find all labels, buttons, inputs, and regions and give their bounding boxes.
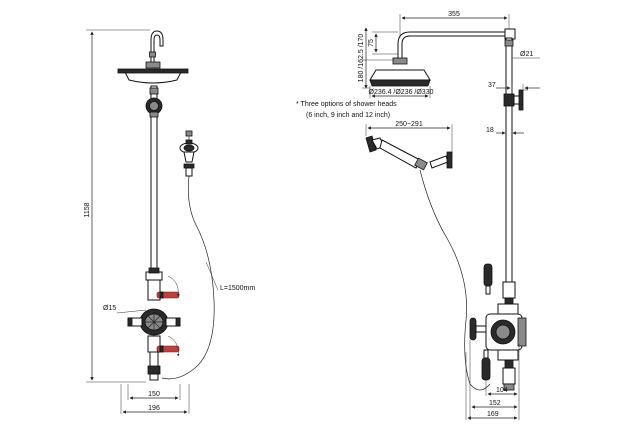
dim-18-label: 18 — [486, 127, 494, 134]
hose-length-label: L=1500mm — [220, 285, 255, 292]
note-line-2: (6 inch, 9 inch and 12 inch) — [306, 112, 390, 119]
side-shower-head — [369, 57, 431, 87]
front-hand-shower — [179, 130, 199, 177]
side-18-dimension: 18 — [486, 127, 524, 135]
side-hose — [419, 169, 491, 391]
arm-drop-label: 75 — [368, 39, 375, 47]
side-head-height-dimension: 180 /162.5 /170 — [358, 27, 396, 89]
front-hose-callout: L=1500mm — [205, 261, 255, 292]
note-line-1: * Three options of shower heads — [296, 101, 397, 108]
front-width-dimensions: 150 196 — [120, 384, 190, 414]
side-valve — [485, 281, 527, 391]
front-shower-arm — [149, 30, 164, 67]
arm-length-label: 355 — [448, 11, 460, 18]
depth-152-label: 152 — [489, 400, 501, 407]
side-riser-diameter-callout: Ø21 — [512, 51, 540, 59]
side-riser-bracket — [503, 89, 528, 111]
bracket-37-label: 37 — [488, 82, 496, 89]
front-height-dimension: 1158 — [84, 29, 150, 383]
side-bracket-37-dimension: 37 — [488, 82, 540, 92]
depth-169-label: 169 — [487, 411, 499, 418]
width-196-label: 196 — [148, 405, 160, 412]
side-hand-shower-span-dimension: 250~291 — [365, 121, 453, 156]
side-arm-length-dimension: 355 — [399, 11, 510, 36]
head-diameter-label: Ø236.4 /Ø236 /Ø330 — [369, 89, 434, 96]
front-riser-bracket — [145, 97, 163, 118]
front-height-label: 1158 — [84, 202, 91, 217]
side-arm-drop-dimension: 75 — [368, 31, 398, 55]
front-view: 1158 — [84, 29, 255, 414]
front-valve — [127, 267, 181, 381]
hand-shower-span-label: 250~291 — [395, 121, 423, 128]
head-height-label: 180 /162.5 /170 — [358, 34, 365, 83]
side-view: 355 75 180 /162.5 /170 — [296, 11, 540, 420]
side-head-diameter-dimension: Ø236.4 /Ø236 /Ø330 — [369, 86, 434, 98]
side-hand-shower-holder — [429, 151, 453, 169]
pipe-diameter-label: Ø15 — [103, 305, 116, 312]
depth-104-label: 104 — [496, 387, 508, 394]
front-hose — [161, 175, 215, 380]
width-150-label: 150 — [148, 391, 160, 398]
front-pipe-diameter-callout: Ø15 — [103, 305, 147, 314]
side-riser-pipe — [504, 37, 514, 283]
riser-diameter-label: Ø21 — [520, 51, 533, 58]
side-handles — [469, 263, 493, 381]
side-shower-arm — [397, 28, 516, 61]
side-hand-shower — [365, 135, 428, 171]
front-shower-head — [117, 61, 189, 84]
front-handle-rotation-arcs — [167, 275, 180, 357]
side-depth-dimensions: 104 152 169 — [465, 340, 520, 420]
